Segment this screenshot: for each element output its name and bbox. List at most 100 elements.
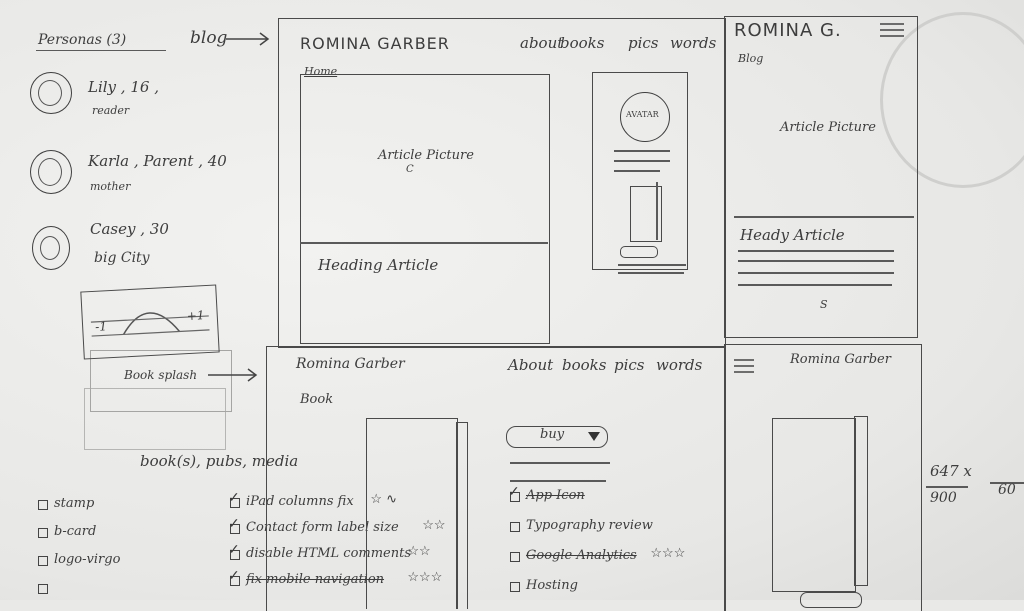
dimension-right: 60 — [998, 482, 1016, 498]
mobile-blog-frame — [724, 16, 918, 338]
persona-avatar-3-inner — [40, 236, 60, 260]
todo-checkbox[interactable] — [38, 500, 48, 510]
mobile-blog-hero-label: Article Picture — [780, 120, 876, 135]
todo-checkbox[interactable] — [38, 528, 48, 538]
book-splash-annotation: Book splash — [124, 368, 198, 382]
todo-checkbox[interactable] — [38, 556, 48, 566]
mobile-book-bottom-button[interactable] — [800, 592, 862, 608]
todo-checkbox[interactable] — [230, 524, 240, 534]
book-nav-link-3[interactable]: words — [656, 356, 703, 374]
sidebar-buy-button[interactable] — [620, 246, 658, 258]
priority-stars: ☆☆☆ — [407, 570, 443, 585]
personas-title: Personas (3) — [38, 32, 127, 48]
mobile-blog-menu-icon[interactable] — [880, 22, 904, 38]
todo-label: App Icon — [526, 488, 585, 503]
book-nav-link-0[interactable]: About — [508, 356, 554, 374]
persona-avatar-1 — [30, 72, 72, 114]
desktop-book-frame — [266, 346, 726, 611]
persona-avatar-3 — [32, 226, 70, 270]
mobile-book-cover — [772, 418, 856, 592]
todo-label: Google Analytics — [526, 548, 637, 563]
persona-1-name: Lily , 16 , — [88, 78, 159, 96]
desktop-blog-hero-divider — [300, 242, 548, 244]
dimension-fraction-bar-2 — [990, 482, 1024, 484]
check-mark-icon: ✓ — [508, 484, 520, 500]
splash-minus-label: -1 — [94, 319, 108, 334]
desktop-book-section: Book — [300, 392, 334, 407]
persona-2-name: Karla , Parent , 40 — [88, 152, 227, 170]
mobile-blog-hero-divider — [734, 216, 914, 218]
nav-link-3[interactable]: words — [670, 34, 717, 52]
todo-checkbox[interactable] — [230, 550, 240, 560]
book-nav-link-2[interactable]: pics — [614, 356, 645, 374]
check-mark-icon: ✓ — [228, 568, 240, 584]
mobile-book-pages — [854, 416, 868, 586]
todo-label: Typography review — [526, 518, 653, 533]
blog-annotation: blog — [190, 28, 228, 48]
todo-checkbox[interactable] — [510, 492, 520, 502]
splash-card-front: -1 +1 — [80, 284, 220, 360]
buy-dropdown-icon — [588, 432, 600, 441]
todo-label: logo-virgo — [54, 552, 121, 567]
check-mark-icon: ✓ — [228, 516, 240, 532]
splash-plus-label: +1 — [186, 308, 205, 324]
dimension-fraction-bar — [926, 486, 968, 488]
todo-label: Hosting — [526, 578, 578, 593]
persona-1-role: reader — [92, 104, 130, 117]
priority-stars: ☆☆ — [407, 544, 431, 559]
check-mark-icon: ✓ — [228, 490, 240, 506]
todo-checkbox[interactable] — [230, 576, 240, 586]
todo-checkbox[interactable] — [230, 498, 240, 508]
mobile-book-menu-icon[interactable] — [734, 358, 754, 374]
nav-link-0[interactable]: about — [520, 34, 564, 52]
nav-link-2[interactable]: pics — [628, 34, 659, 52]
desktop-book-buy-button[interactable] — [506, 426, 608, 448]
mobile-blog-heading: Heady Article — [740, 226, 845, 244]
todo-checkbox[interactable] — [510, 552, 520, 562]
desktop-blog-logo: ROMINA GARBER — [300, 34, 450, 53]
desktop-blog-sidebar — [592, 72, 688, 270]
todo-label: fix mobile navigation — [246, 572, 385, 587]
sidebar-line-1 — [614, 150, 670, 152]
desktop-book-line-2 — [510, 480, 606, 482]
avatar-label: AVATAR — [626, 110, 659, 119]
desktop-book-logo: Romina Garber — [296, 356, 405, 372]
persona-avatar-2 — [30, 150, 72, 194]
dimension-width: 647 x — [930, 462, 972, 480]
persona-avatar-2-inner — [38, 158, 62, 186]
persona-3-name: Casey , 30 — [90, 220, 169, 238]
mobile-blog-line-1 — [738, 250, 894, 252]
todo-checkbox[interactable] — [38, 584, 48, 594]
avatar — [620, 92, 670, 142]
book-splash-arrow-icon — [208, 368, 258, 382]
sidebar-line-2 — [614, 160, 670, 162]
blog-arrow-icon — [226, 32, 270, 46]
personas-underline — [36, 50, 166, 51]
dimension-height: 900 — [930, 490, 957, 506]
todo-checkbox[interactable] — [510, 582, 520, 592]
mobile-book-logo: Romina Garber — [790, 352, 891, 367]
priority-stars: ☆☆☆ — [650, 546, 686, 561]
desktop-book-cover — [366, 418, 458, 609]
todo-checkbox[interactable] — [510, 522, 520, 532]
persona-avatar-1-inner — [38, 80, 62, 106]
check-mark-icon: ✓ — [228, 542, 240, 558]
desktop-blog-hero-label: Article Picture — [378, 148, 474, 163]
mobile-book-frame — [724, 344, 922, 611]
splash-card-sketch — [90, 312, 210, 337]
desktop-book-line-1 — [510, 462, 610, 464]
book-nav-link-1[interactable]: books — [562, 356, 607, 374]
mobile-blog-line-4 — [738, 284, 892, 286]
nav-link-1[interactable]: books — [560, 34, 605, 52]
priority-stars: ☆ ∿ — [370, 492, 398, 507]
sidebar-line-4 — [618, 264, 686, 266]
todo-label: disable HTML comments — [246, 546, 412, 561]
todo-label: iPad columns fix — [246, 494, 354, 509]
desktop-blog-heading: Heading Article — [318, 256, 439, 274]
todo-label: Contact form label size — [246, 520, 399, 535]
books-pubs-media-note: book(s), pubs, media — [140, 452, 299, 470]
splash-card-back-1 — [90, 350, 232, 412]
sidebar-book-spine — [656, 182, 658, 240]
splash-card-back-2 — [84, 388, 226, 450]
